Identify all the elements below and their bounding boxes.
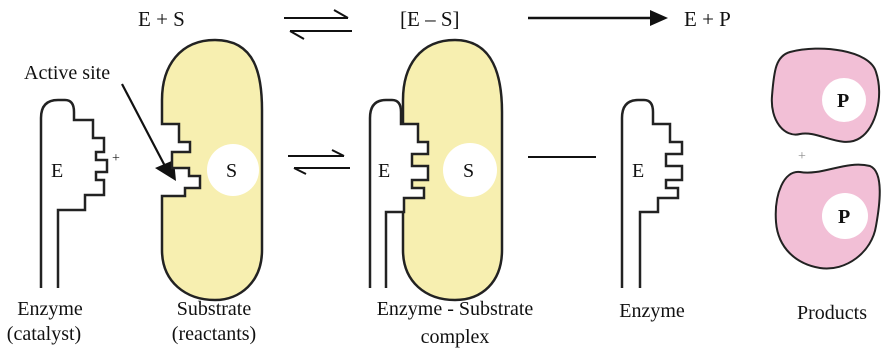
plus-sign-small: + — [112, 151, 120, 166]
caption-substrate-line1: Substrate — [176, 298, 252, 320]
equation-term-e-plus-s: E + S — [138, 7, 185, 31]
caption-enzyme-catalyst-line2: (catalyst) — [6, 323, 82, 345]
equilibrium-arrow-top — [284, 9, 352, 40]
equation-term-complex: [E – S] — [400, 7, 460, 31]
forward-arrow-top — [528, 10, 668, 26]
substrate-binding-circle — [207, 144, 259, 196]
caption-products: Products — [797, 302, 867, 324]
caption-enzyme-catalyst-line1: Enzyme — [17, 298, 83, 320]
enzyme-shape-left — [39, 98, 109, 288]
caption-enzyme: Enzyme — [619, 300, 685, 322]
substrate-letter: S — [226, 160, 238, 182]
enzyme-shape-right — [620, 98, 684, 288]
product-circle-bottom — [822, 193, 868, 239]
caption-complex-line1: Enzyme - Substrate — [376, 298, 534, 320]
complex-substrate-letter: S — [463, 160, 475, 182]
complex-binding-circle — [443, 143, 497, 197]
product-letter-top: P — [837, 90, 850, 112]
equation-term-e-plus-p: E + P — [684, 7, 731, 31]
enzyme-letter-left: E — [51, 160, 64, 182]
products-plus-sign: + — [798, 149, 806, 164]
caption-substrate-line2: (reactants) — [171, 323, 257, 345]
complex-enzyme-shape — [368, 98, 430, 288]
product-letter-bottom: P — [838, 206, 851, 228]
active-site-label: Active site — [24, 62, 111, 84]
product-circle-top — [822, 78, 866, 122]
equilibrium-arrow-middle — [288, 149, 350, 175]
enzyme-letter-right: E — [632, 160, 645, 182]
complex-enzyme-letter: E — [378, 160, 391, 182]
caption-complex-line2: complex — [420, 326, 490, 348]
